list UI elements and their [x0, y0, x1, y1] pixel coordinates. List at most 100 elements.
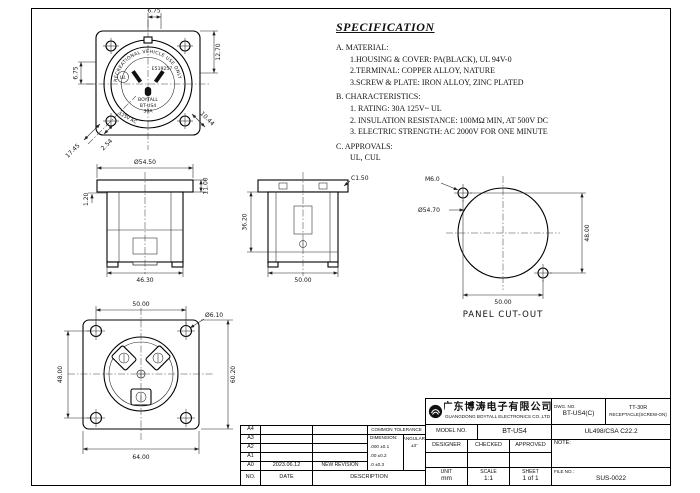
- rev-date-a2: [261, 444, 313, 453]
- company-logo-cell: [426, 399, 444, 425]
- rev-date-a3: [261, 435, 313, 444]
- unit-value: mm: [441, 475, 452, 483]
- front-model: BT-US4: [140, 103, 156, 109]
- tolerance-angular-value: ±3°: [404, 444, 425, 471]
- dwg-no-cell: DWG. NO. BT-US4(C): [552, 399, 606, 425]
- front-cert-number: E519257: [152, 66, 173, 72]
- dim-section-width: 50.00: [294, 277, 311, 284]
- rev-desc-a0: NEW REVISION: [313, 462, 368, 471]
- section-view: C1.50 36.20 50.00: [242, 172, 369, 284]
- dim-front-diag2: 2.54: [100, 138, 115, 153]
- dim-panel-vertical: 48.00: [584, 224, 591, 241]
- tolerance-dimension-label: DIMENSION:: [368, 435, 404, 444]
- spec-material-label: A. MATERIAL:: [336, 43, 389, 52]
- side-dimensions: Ø54.50 11.00 1.20 46.30: [83, 159, 210, 284]
- panel-cutout-view: M6.0 Ø54.70 48.00 50.00 PANEL CUT-OUT: [418, 176, 591, 320]
- dim-back-top: 50.00: [132, 301, 149, 308]
- title-block: 广东博涛电子有限公司 GUANGDONG BOYTALL ELECTRONICS…: [425, 398, 671, 486]
- dim-side-dia: Ø54.50: [134, 159, 156, 166]
- file-no-value: SUS-0022: [596, 474, 626, 482]
- dim-front-left: 6.75: [73, 66, 80, 80]
- dim-front-right: 12.70: [215, 43, 222, 60]
- rev-col-description: DESCRIPTION: [350, 474, 388, 481]
- dim-front-hole: 10.44: [199, 110, 216, 127]
- dwg-no-label: DWG. NO.: [554, 404, 576, 410]
- spec-material-2: 2.TERMINAL: COPPER ALLOY, NATURE: [350, 66, 495, 76]
- dim-back-hole: Ø6.10: [205, 312, 223, 319]
- rev-desc-a4: [313, 426, 368, 435]
- dim-back-bottom: 64.00: [132, 454, 149, 461]
- file-no-cell: FILE NO.: SUS-0022: [552, 468, 670, 485]
- panel-mounting-hole-1: [454, 184, 472, 202]
- rev-desc-a2: [313, 444, 368, 453]
- back-view: 50.00 Ø6.10 48.00 60.20 64.00: [57, 301, 237, 461]
- side-view: Ø54.50 11.00 1.20 46.30: [83, 159, 210, 284]
- designer-label: DESIGNER: [426, 440, 468, 453]
- section-dimensions: C1.50 36.20 50.00: [242, 175, 369, 284]
- tolerance-angular-label: ANGULAR:: [404, 436, 425, 442]
- sheet-label: SHEET: [522, 468, 539, 475]
- back-dimensions: 50.00 Ø6.10 48.00 60.20 64.00: [57, 301, 237, 461]
- dim-back-left: 48.00: [57, 366, 64, 383]
- revision-table: A4 A3 A2 A1 A0 2023.06.12 NEW REVISION C…: [240, 425, 426, 486]
- rev-date-a1: [261, 453, 313, 462]
- unit-label: UNIT: [440, 468, 453, 475]
- front-ul-mark: UL: [117, 71, 129, 83]
- rev-col-date: DATE: [261, 471, 313, 485]
- front-amps: 30A: [144, 109, 154, 115]
- dim-panel-horizontal: 50.00: [494, 299, 511, 306]
- approval-standard: UL498/CSA C22.2: [552, 425, 670, 440]
- dim-side-lip: 1.20: [83, 192, 90, 206]
- panel-dimensions: M6.0 Ø54.70 48.00 50.00: [418, 176, 591, 306]
- designer-signature-cell: [426, 453, 468, 468]
- company-name-en: GUANGDONG BOYTALL ELECTRONICS CO.,LTD: [444, 414, 551, 420]
- rev-letter-a1: A1: [241, 453, 261, 462]
- product-line2: RECEPTACLE(SCREW-ON): [609, 411, 667, 417]
- spec-characteristics-label: B. CHARACTERISTICS:: [336, 92, 421, 102]
- sheet-value: 1 of 1: [522, 475, 539, 483]
- tolerance-row-2: .00 ±0.2: [368, 453, 404, 462]
- scale-value: 1:1: [483, 475, 494, 483]
- front-view: RECREATIONAL VEHICLE USE ONLY UL E519257…: [64, 8, 222, 160]
- front-blade-slots: [131, 70, 165, 96]
- panel-cutout-label: PANEL CUT-OUT: [463, 310, 544, 320]
- unit-cell: UNIT mm: [426, 468, 468, 485]
- rev-desc-a3: [313, 435, 368, 444]
- scale-cell: SCALE 1:1: [468, 468, 510, 485]
- scale-label: SCALE: [480, 468, 497, 475]
- dim-front-diag1: 17.45: [64, 142, 81, 159]
- company-logo-icon: [428, 404, 442, 419]
- spec-approvals-label: C. APPROVALS:: [336, 141, 393, 151]
- rev-col-no: NO.: [241, 471, 261, 485]
- approved-label: APPROVED: [510, 440, 552, 453]
- spec-material-3: 3.SCREW & PLATE: IRON ALLOY, ZINC PLATED: [350, 77, 524, 87]
- panel-mounting-hole-2: [534, 264, 552, 282]
- dim-side-width: 46.30: [136, 277, 153, 284]
- rev-letter-a4: A4: [241, 426, 261, 435]
- rev-letter-a0: A0: [241, 462, 261, 471]
- dim-back-right: 60.20: [230, 366, 237, 383]
- rev-letter-a3: A3: [241, 435, 261, 444]
- spec-characteristics-2: 2. INSULATION RESISTANCE: 100MΩ MIN, AT …: [350, 115, 549, 125]
- spec-material-1: 1.HOUSING & COVER: PA(BLACK), UL 94V-0: [350, 54, 512, 64]
- product-title-cell: TT-30R RECEPTACLE(SCREW-ON): [606, 399, 670, 425]
- note-cell: NOTE:: [552, 440, 670, 468]
- file-no-label: FILE NO.:: [554, 469, 575, 475]
- sheet-cell: SHEET 1 of 1: [510, 468, 552, 485]
- rev-desc-a1: [313, 453, 368, 462]
- spec-characteristics-3: 3. ELECTRIC STRENGTH: AC 2000V FOR ONE M…: [350, 127, 548, 137]
- rev-date-a0: 2023.06.12: [261, 462, 313, 471]
- specification-block: SPECIFICATION A. MATERIAL: 1.HOUSING & C…: [336, 20, 668, 164]
- front-dimensions: 6.75 6.75 12.70 10.44 17.45 2.54: [64, 8, 222, 160]
- checked-label: CHECKED: [468, 440, 510, 453]
- dwg-no-value: BT-US4(C): [562, 409, 595, 417]
- tolerance-header: COMMON TOLERANCE: [368, 426, 425, 435]
- spec-title: SPECIFICATION: [336, 20, 435, 34]
- rev-letter-a2: A2: [241, 444, 261, 453]
- model-no-value: BT-US4: [478, 425, 552, 440]
- approved-signature-cell: [510, 453, 552, 468]
- dim-panel-dia: Ø54.70: [418, 207, 440, 214]
- spec-approvals-1: UL, CUL: [350, 153, 381, 163]
